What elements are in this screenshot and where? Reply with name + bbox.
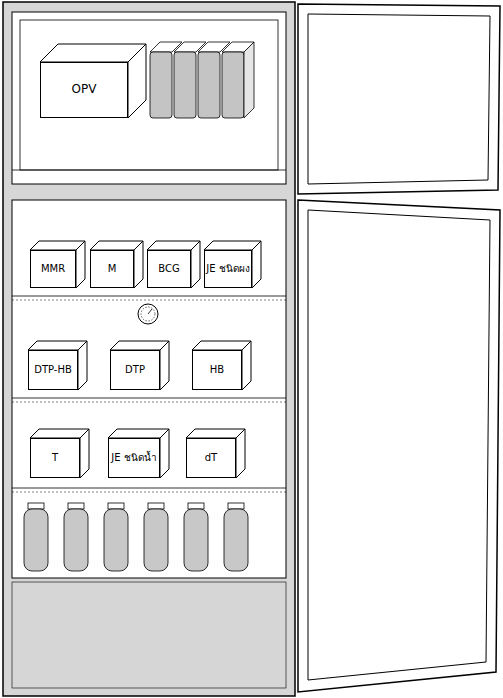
- box-side: [191, 241, 200, 288]
- box-depth: [192, 341, 251, 390]
- freezer-back-panel: [20, 20, 278, 170]
- box-depth: [110, 341, 169, 390]
- vaccine-box: dT: [186, 438, 236, 478]
- box-side: [76, 241, 85, 288]
- box-top: [186, 429, 245, 438]
- box-depth: [40, 44, 146, 118]
- vaccine-label: MMR: [41, 263, 65, 275]
- fridge-body: [3, 2, 295, 696]
- box-side: [134, 241, 143, 288]
- vaccine-label: JE ชนิดน้ำ: [111, 452, 156, 464]
- vaccine-box: M: [90, 250, 134, 288]
- thermometer: [138, 304, 158, 324]
- vaccine-label: M: [108, 263, 117, 275]
- box-side: [160, 429, 169, 478]
- box-top: [192, 341, 251, 350]
- box-side: [128, 44, 146, 118]
- vaccine-packs: [150, 42, 254, 118]
- crisper: [12, 582, 286, 688]
- box-side: [160, 341, 169, 390]
- box-top: [30, 429, 89, 438]
- vaccine-box: JE ชนิดน้ำ: [108, 438, 160, 478]
- vaccine-box: MMR: [30, 250, 76, 288]
- vaccine-box: HB: [192, 350, 242, 390]
- vaccine-label: DTP: [125, 364, 145, 376]
- box-depth: [28, 341, 87, 390]
- vaccine-label: DTP-HB: [34, 364, 72, 376]
- open-doors: [298, 4, 500, 692]
- box-depth: [30, 241, 85, 288]
- vaccine-label: OPV: [72, 83, 97, 97]
- box-top: [204, 241, 261, 250]
- vaccine-box: DTP-HB: [28, 350, 78, 390]
- fridge-compartment: [12, 200, 286, 578]
- box-depth: [90, 241, 143, 288]
- box-top: [108, 429, 169, 438]
- freezer-compartment: [12, 12, 286, 184]
- vaccine-label: dT: [205, 452, 217, 464]
- box-depth: [204, 241, 261, 288]
- vaccine-label: T: [52, 452, 58, 464]
- box-top: [110, 341, 169, 350]
- box-depth: [108, 429, 169, 478]
- freezer-floor: [12, 170, 286, 171]
- shelves: [12, 296, 286, 492]
- box-side: [242, 341, 251, 390]
- box-depth: [186, 429, 245, 478]
- water-bottles: [24, 503, 248, 571]
- vaccine-label: BCG: [158, 263, 179, 275]
- box-side: [78, 341, 87, 390]
- box-depth: [147, 241, 200, 288]
- vaccine-box: OPV: [40, 62, 128, 118]
- box-side: [252, 241, 261, 288]
- vaccine-box: JE ชนิดผง: [204, 250, 252, 288]
- box-depth: [30, 429, 89, 478]
- vaccine-label: JE ชนิดผง: [206, 263, 249, 275]
- box-side: [236, 429, 245, 478]
- box-top: [28, 341, 87, 350]
- box-side: [80, 429, 89, 478]
- vaccine-box: T: [30, 438, 80, 478]
- vaccine-box: DTP: [110, 350, 160, 390]
- vaccine-label: HB: [210, 364, 224, 376]
- vaccine-box: BCG: [147, 250, 191, 288]
